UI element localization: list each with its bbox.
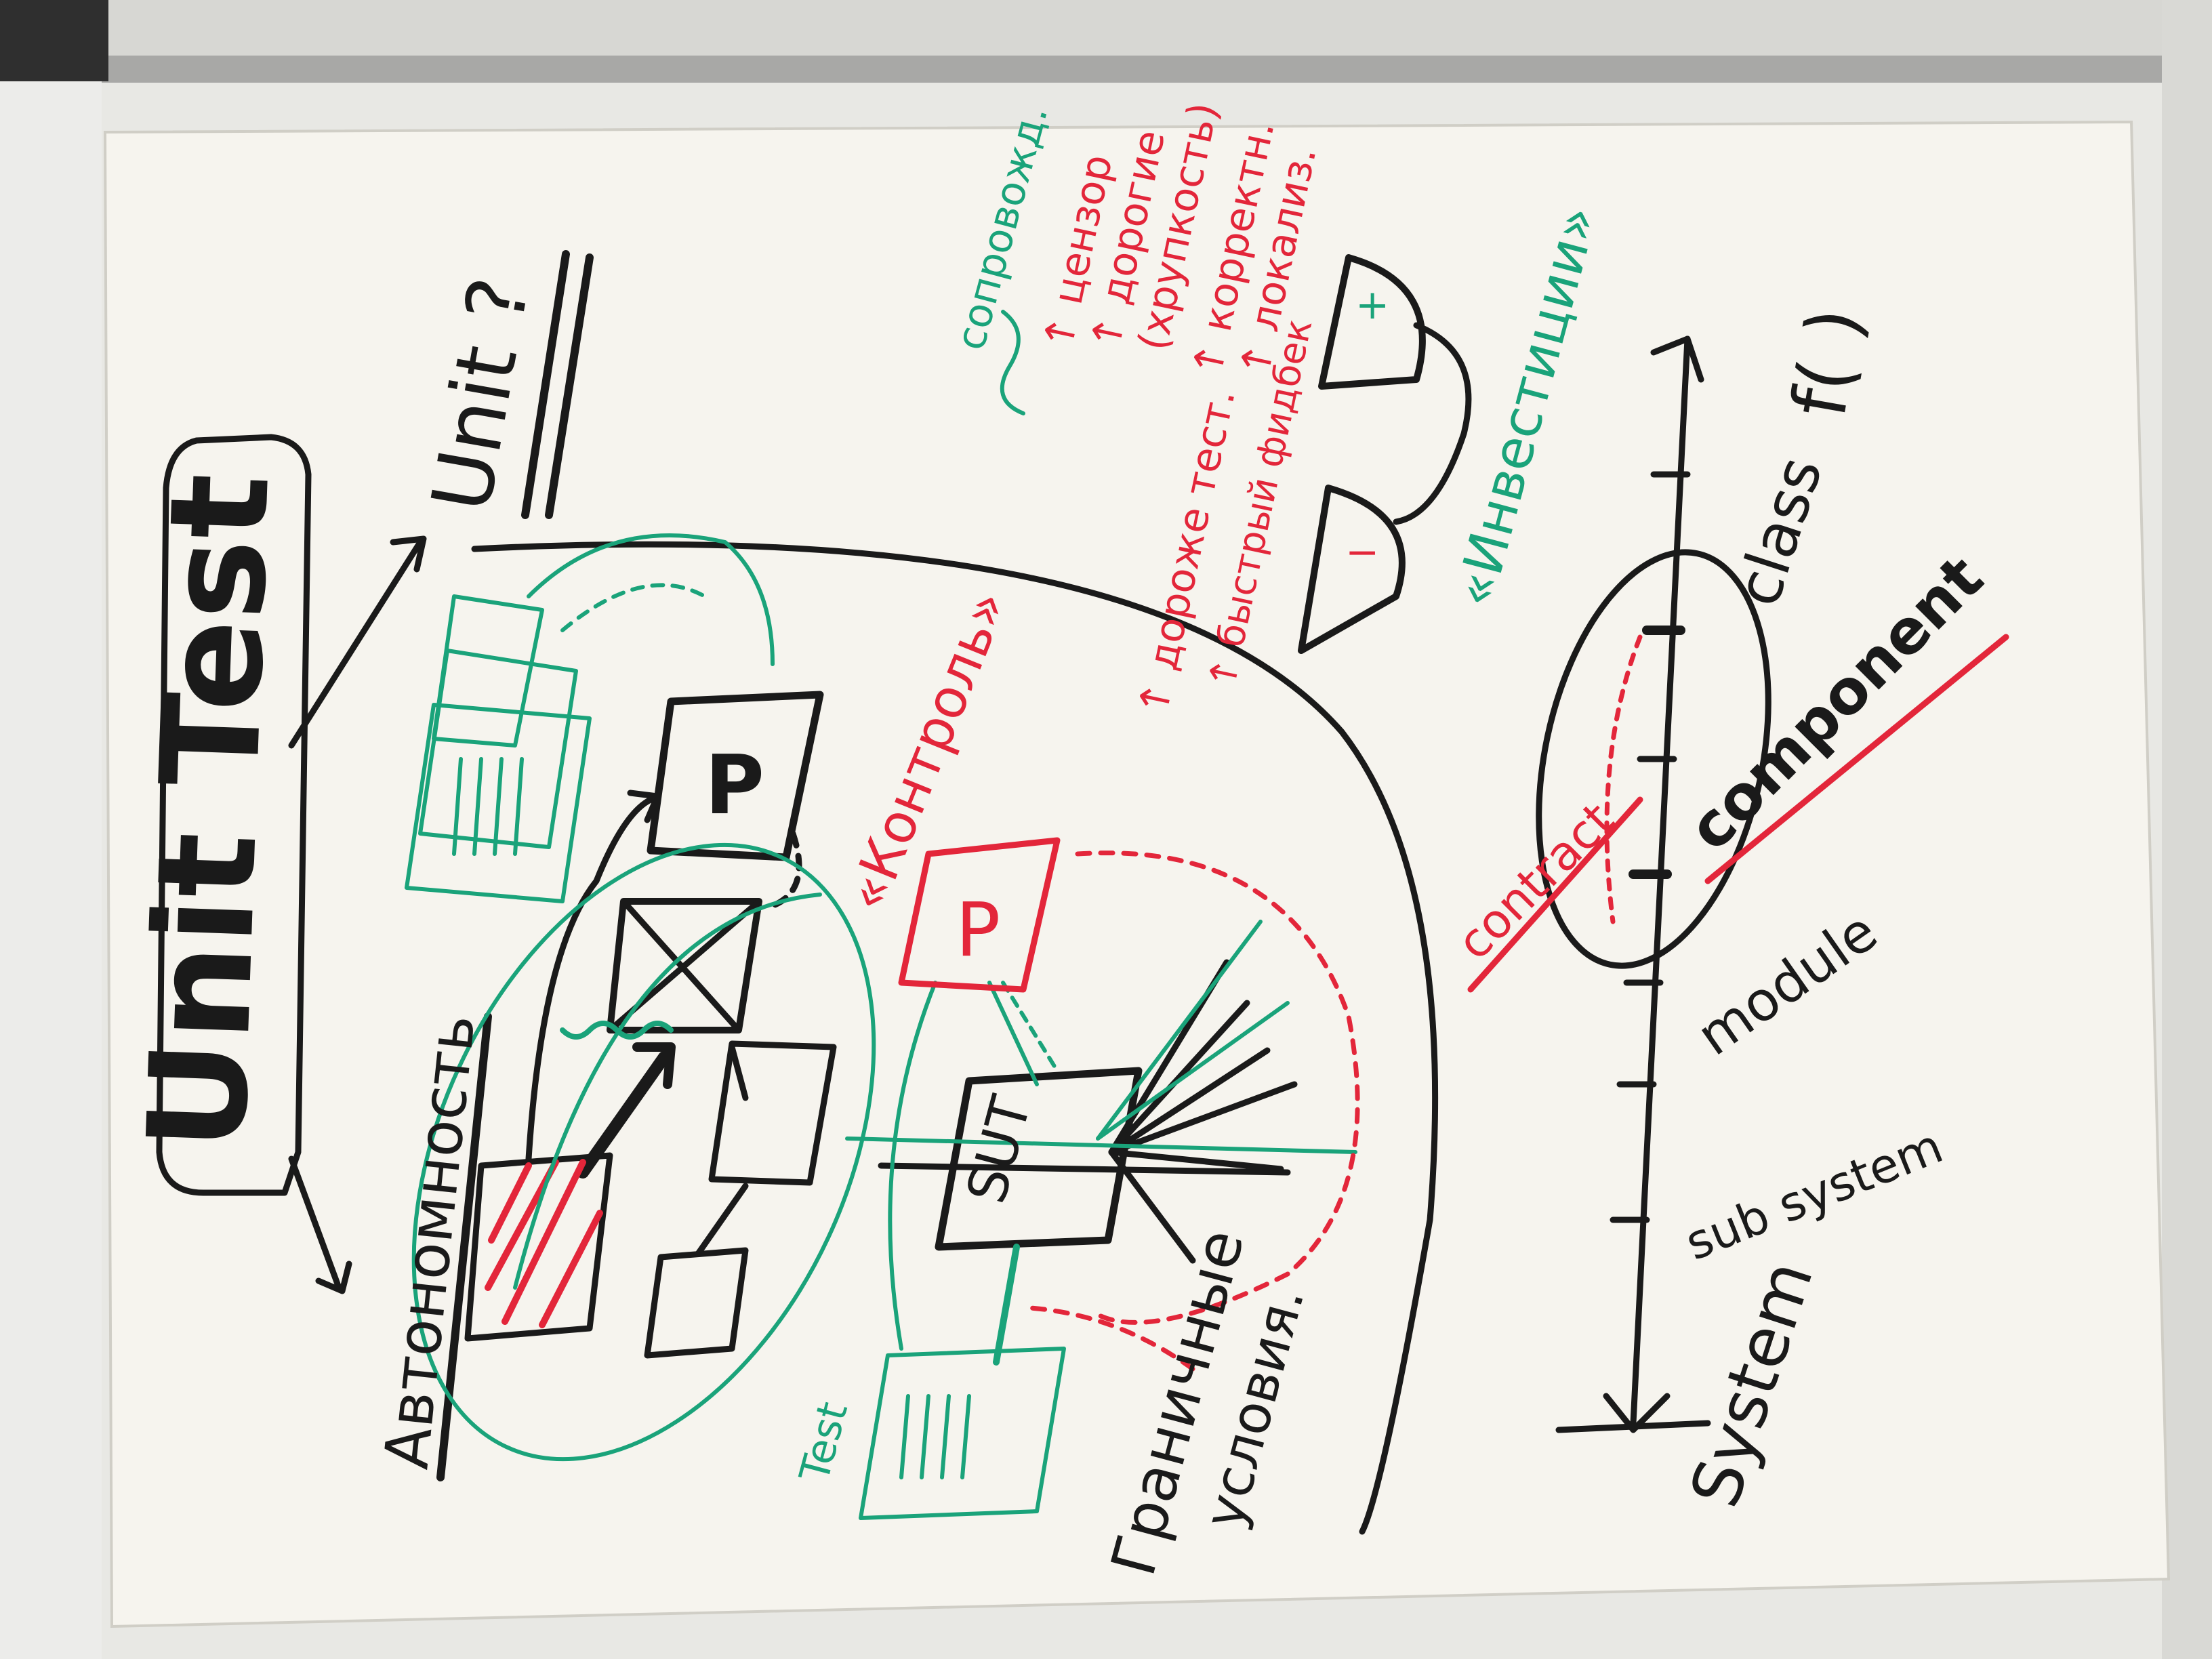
- line-through-sut: [878, 1162, 1291, 1176]
- red-p-box: [898, 837, 1061, 993]
- boundary-curve: [471, 541, 1439, 1535]
- green-burst-1: [1096, 920, 1263, 1141]
- burst-4: [1108, 1149, 1284, 1172]
- hatched-box: [464, 1152, 613, 1342]
- scale-oval: [1536, 549, 1771, 969]
- double-bar-2: [545, 253, 594, 519]
- red-dashed-arrow: [1027, 1305, 1195, 1372]
- plus-sign: +: [1355, 281, 1389, 329]
- green-line-sut-right: [845, 1136, 1357, 1154]
- title-frame: [156, 434, 312, 1196]
- arrow-to-p-head: [627, 790, 661, 823]
- test-doc-lines: [899, 1394, 971, 1479]
- thick-arrow-head: [632, 1042, 676, 1089]
- test-doc: [859, 1347, 1066, 1520]
- green-inner-curve: [513, 893, 822, 1290]
- arrow-bottom-to-right: [695, 1183, 749, 1257]
- semi-minus: [1298, 485, 1406, 654]
- arrow-sut-p: [987, 981, 1039, 1086]
- burst-5: [1108, 1149, 1196, 1264]
- component-underline: [1704, 634, 2009, 884]
- black-ink-layer: [156, 250, 1771, 1535]
- arrow-p-sut: [1001, 981, 1059, 1073]
- arrow-down: [288, 1155, 342, 1291]
- semi-plus: [1318, 254, 1426, 390]
- arrow-head-unit: [390, 535, 427, 573]
- red-dashed-oval: [1604, 634, 1643, 924]
- autonomy-bar: [436, 1012, 492, 1481]
- sut-box: [935, 1067, 1143, 1251]
- roll-clamp: [0, 0, 108, 81]
- burst-3: [1108, 1081, 1298, 1155]
- green-oval: [411, 842, 876, 1462]
- minus-sign: −: [1345, 529, 1379, 576]
- contract-underline: [1467, 796, 1643, 993]
- support-squiggle: [1000, 310, 1025, 415]
- board-right-edge: [2162, 0, 2212, 1659]
- board-rail: [0, 56, 2212, 83]
- semi-connector: [1393, 322, 1472, 525]
- arrow-test-p: [888, 981, 937, 1351]
- arrow-to-unit: [288, 539, 424, 749]
- paper-roll: [0, 0, 102, 1659]
- arrow-test-sut: [993, 1244, 1020, 1366]
- green-braid: [560, 1021, 674, 1040]
- scale-axis-head: [1650, 335, 1704, 383]
- burst-2: [1108, 1047, 1271, 1155]
- double-bar-1: [521, 250, 570, 519]
- green-ink-layer: [405, 310, 1357, 1520]
- arrow-right-to-crossed: [729, 1044, 749, 1101]
- func-label: f( ): [1776, 302, 1880, 423]
- doc-lines: [452, 757, 524, 856]
- thick-arrow: [577, 1051, 670, 1179]
- arrow-head-down: [315, 1261, 352, 1294]
- arc-docs-p-dashed: [560, 583, 707, 632]
- right-box: [708, 1040, 837, 1186]
- red-dashed-arc: [1075, 851, 1360, 1325]
- title-text: Unit Test: [119, 471, 300, 1153]
- green-burst-2: [1096, 1001, 1290, 1141]
- scale-axis: [1630, 335, 1691, 1427]
- doc-stack-2: [418, 649, 578, 849]
- red-p-box-label: P: [956, 886, 1000, 973]
- doc-stack-3: [405, 703, 592, 903]
- red-ink-layer: [898, 634, 2009, 1372]
- arc-docs-p: [527, 533, 775, 666]
- flipchart-sheet: [103, 120, 2171, 1629]
- p-box-top-label: P: [705, 739, 764, 833]
- bottom-box: [644, 1247, 749, 1359]
- burst-1: [1108, 1000, 1250, 1155]
- scale-axis-foot: [1603, 1393, 1671, 1433]
